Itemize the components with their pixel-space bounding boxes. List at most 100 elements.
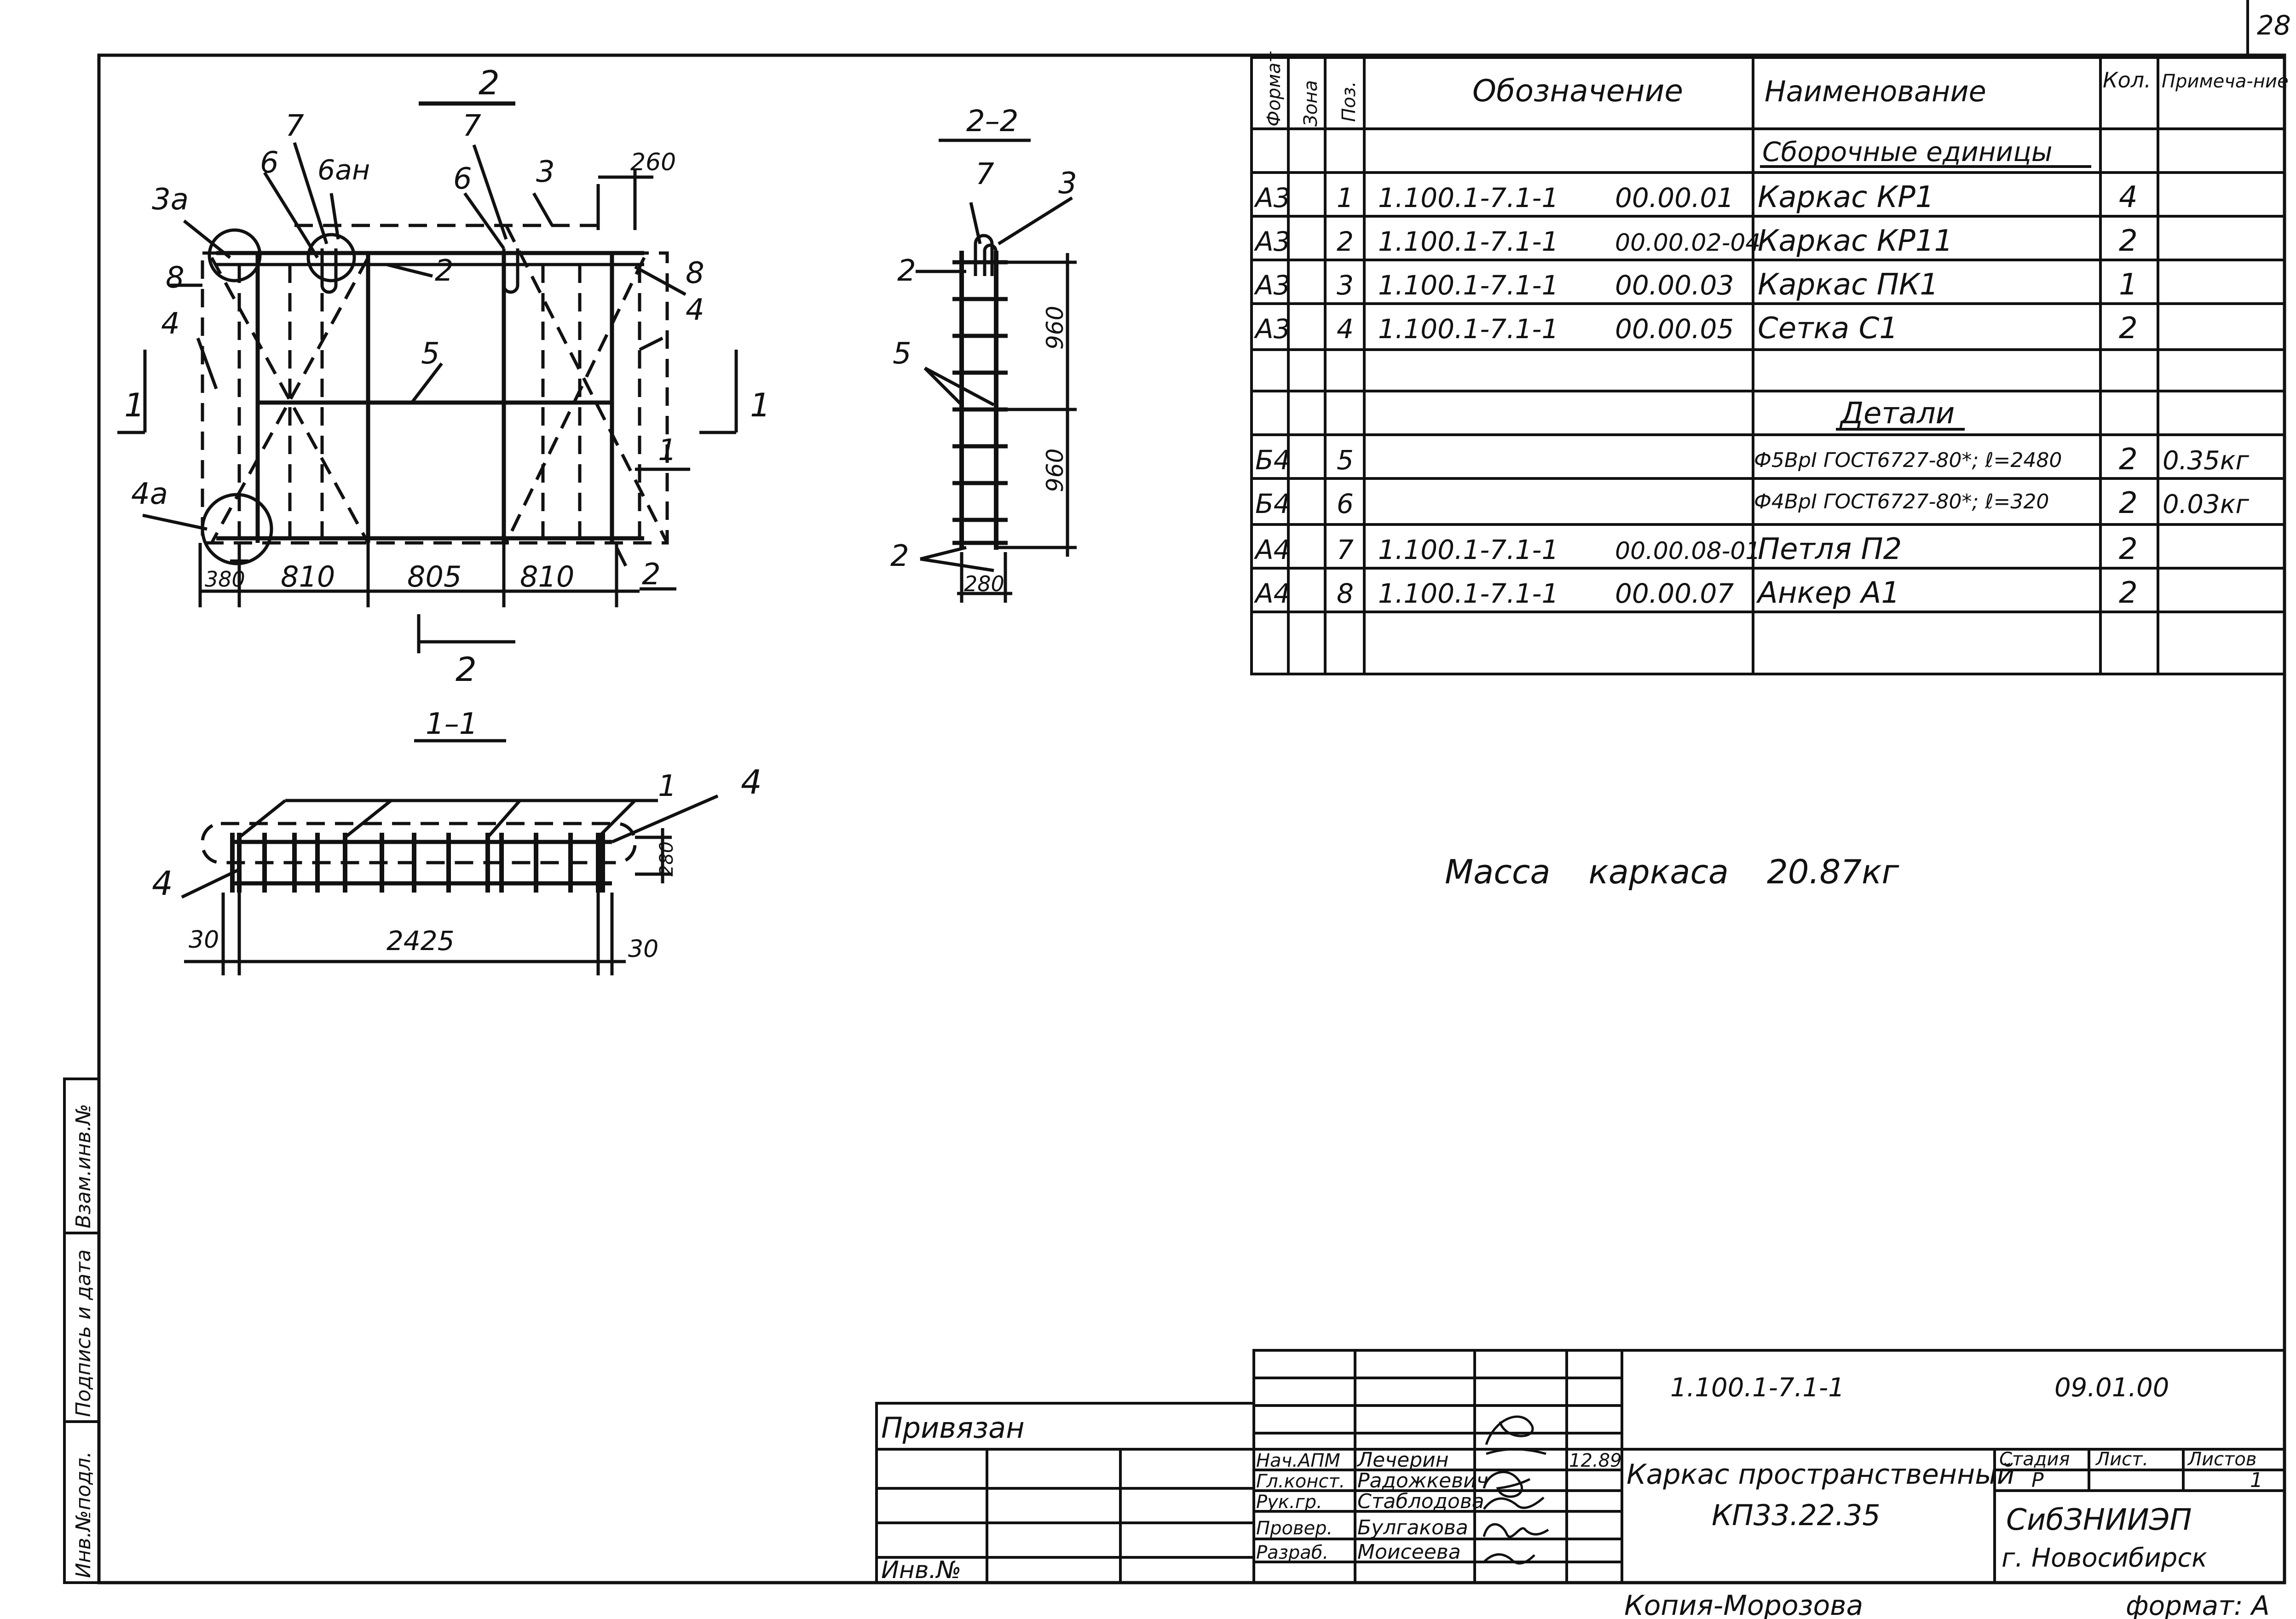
spec-row-qty: 2	[2119, 311, 2138, 346]
spec-row-note: 0.35кг	[2163, 446, 2250, 476]
spec-row-pos: 2	[1337, 226, 1354, 257]
spec-row-qty: 1	[2119, 268, 2138, 302]
org-city: г. Новосибирск	[2002, 1543, 2207, 1573]
spec-row-qty: 2	[2119, 224, 2138, 258]
spec-row-code: 1.100.1-7.1-1	[1378, 313, 1558, 345]
s22-dim-960a: 960	[1042, 306, 1068, 350]
plan-dim-810a: 810	[281, 560, 335, 593]
role-name: Стаблодова	[1357, 1490, 1484, 1513]
format-note: формат: А	[2126, 1590, 2270, 1619]
plan-dim-380: 380	[205, 567, 245, 592]
callout-8b: 8	[686, 256, 704, 290]
callout-6b: 6	[453, 162, 472, 196]
spec-header-format: Формат	[1263, 51, 1285, 127]
section-2-2	[916, 138, 1077, 603]
spec-row-qty: 2	[2119, 532, 2138, 566]
sheets-label: Листов	[2187, 1449, 2256, 1470]
spec-row-code: 1.100.1-7.1-1	[1378, 578, 1558, 609]
title-block-grid	[875, 1349, 2286, 1584]
sheet-number: 28	[2257, 10, 2291, 41]
callout-7b: 7	[462, 109, 481, 143]
spec-row-name: Ф5ВрI ГОСТ6727-80*; ℓ=2480	[1754, 449, 2062, 472]
org-name: СибЗНИИЭП	[2006, 1503, 2192, 1537]
spec-group-assemblies: Сборочные единицы	[1762, 136, 2053, 167]
spec-row-pos: 5	[1337, 444, 1354, 476]
spec-row-format: А3	[1253, 270, 1291, 301]
spec-row-num: 00.00.05	[1615, 313, 1734, 345]
spec-row-qty: 2	[2119, 576, 2138, 610]
spec-row-pos: 6	[1337, 488, 1354, 519]
role-name: Моисеева	[1357, 1540, 1461, 1564]
spec-row-name: Каркас КР1	[1758, 180, 1934, 214]
callout-2b: 2	[642, 558, 661, 592]
stage-value: Р	[2031, 1469, 2044, 1492]
privyazan-label: Привязан	[881, 1411, 1025, 1445]
spec-row-name: Ф4ВрI ГОСТ6727-80*; ℓ=320	[1754, 490, 2049, 513]
role-name: Булгакова	[1357, 1516, 1468, 1539]
doc-code: 1.100.1-7.1-1	[1670, 1373, 1845, 1403]
role-label: Разраб.	[1256, 1542, 1328, 1563]
spec-row-num: 00.00.02-04	[1615, 229, 1761, 257]
callout-4a: 4а	[131, 477, 168, 511]
s22-callout-7: 7	[975, 157, 994, 191]
callout-4-left: 4	[161, 307, 180, 341]
spec-row-format: А3	[1253, 182, 1291, 213]
plan-cut-mark-left: 1	[124, 386, 145, 424]
callout-1: 1	[658, 433, 677, 467]
s11-dim-30a: 30	[189, 926, 219, 954]
spec-header-qty: Кол.	[2103, 68, 2151, 92]
spec-header-note: Примеча-ние	[2162, 71, 2289, 92]
strip-sign-label: Подпись и дата	[72, 1250, 95, 1417]
spec-header-pos: Поз.	[1338, 81, 1360, 122]
role-label: Провер.	[1256, 1518, 1333, 1539]
s22-callout-3: 3	[1058, 167, 1077, 201]
s11-dim-280: 280	[656, 841, 677, 876]
spec-row-num: 00.00.01	[1615, 182, 1734, 213]
s22-callout-2b: 2	[890, 539, 909, 573]
spec-header-designation: Обозначение	[1472, 73, 1683, 109]
callout-7a: 7	[285, 109, 304, 143]
spec-row-name: Каркас ПК1	[1758, 268, 1938, 302]
callout-3a: 3а	[152, 183, 189, 217]
spec-row-note: 0.03кг	[2163, 490, 2250, 519]
spec-header-name: Наименование	[1765, 75, 1986, 108]
plan-section-mark-top: 2	[479, 63, 500, 102]
stage-label: Стадия	[1999, 1449, 2070, 1470]
doc-title-line2: КП33.22.35	[1712, 1498, 1881, 1532]
callout-6an: 6ан	[317, 154, 370, 186]
role-date: 12.89	[1569, 1450, 1622, 1471]
plan-section-mark-bottom: 2	[456, 650, 477, 689]
spec-row-name: Петля П2	[1758, 532, 1902, 566]
spec-row-code: 1.100.1-7.1-1	[1378, 534, 1558, 565]
spec-rows: А3 1 1.100.1-7.1-1 00.00.01 Каркас КР1 4…	[1253, 180, 2250, 610]
spec-row-format: А4	[1253, 578, 1291, 609]
strip-inv-label: Инв.№подл.	[72, 1451, 95, 1578]
mass-note: Масса каркаса 20.87кг	[1445, 853, 1900, 891]
section-1-1-title: 1–1	[426, 707, 478, 741]
spec-row-format: А3	[1253, 226, 1291, 257]
sheet-frame	[97, 53, 2286, 1584]
spec-row-pos: 8	[1337, 578, 1354, 609]
spec-row-qty: 2	[2119, 486, 2138, 520]
spec-row-name: Анкер А1	[1756, 576, 1900, 610]
spec-row-code: 1.100.1-7.1-1	[1378, 270, 1558, 301]
spec-row-pos: 4	[1337, 313, 1354, 345]
spec-table-grid	[1250, 56, 2286, 675]
left-stamp-strip	[63, 1077, 100, 1584]
spec-row-format: А3	[1253, 313, 1291, 345]
callout-6: 6	[260, 146, 279, 180]
spec-row-code: 1.100.1-7.1-1	[1378, 182, 1558, 213]
copy-note: Копия-Морозова	[1624, 1590, 1863, 1619]
s11-callout-4b: 4	[152, 864, 173, 903]
spec-row-name: Каркас КР11	[1758, 224, 1953, 258]
plan-dim-top: 260	[630, 149, 676, 176]
sheets-value: 1	[2250, 1469, 2263, 1492]
callout-2a: 2	[435, 254, 454, 288]
s11-callout-4a: 4	[741, 763, 762, 801]
role-label: Гл.конст.	[1256, 1471, 1345, 1492]
spec-row-pos: 1	[1337, 182, 1354, 213]
strip-replace-label: Взам.инв.№	[72, 1104, 95, 1228]
signatures	[1483, 1415, 1549, 1565]
spec-row-format: А4	[1253, 534, 1291, 565]
